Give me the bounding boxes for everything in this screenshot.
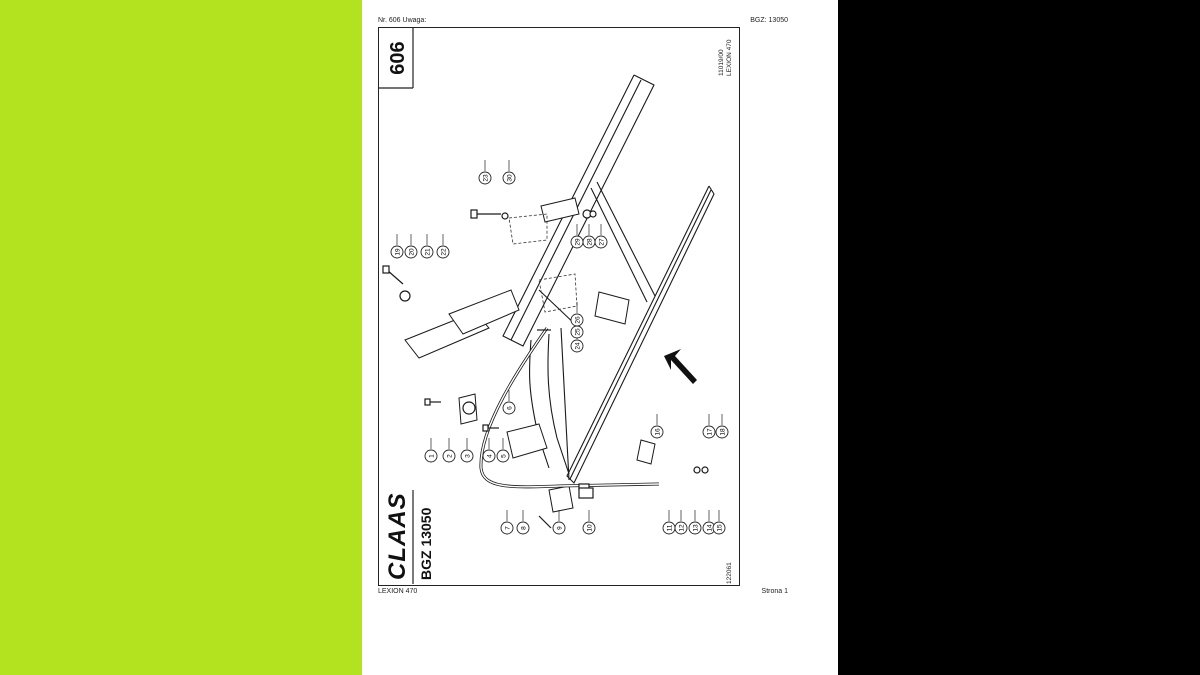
callout-20: 20 <box>404 234 418 259</box>
callout-18: 18 <box>715 414 729 439</box>
callout-number: 18 <box>719 428 726 436</box>
callout-number: 11 <box>666 524 673 531</box>
callout-number: 29 <box>574 238 581 246</box>
callout-number: 23 <box>482 174 489 182</box>
callout-15: 15 <box>712 510 726 535</box>
callout-number: 26 <box>574 316 581 324</box>
callout-21: 21 <box>420 234 434 259</box>
callout-1: 1 <box>424 438 438 463</box>
parts-diagram: 606 11019/00 LEXION 470 CLAAS BGZ 13050 … <box>379 28 733 584</box>
callout-5: 5 <box>496 438 510 463</box>
callout-number: 24 <box>574 342 581 350</box>
callout-28: 28 <box>582 224 596 249</box>
callout-number: 4 <box>486 454 493 458</box>
callout-number: 2 <box>446 454 453 458</box>
callout-11: 11 <box>662 510 676 535</box>
callout-number: 15 <box>716 524 723 532</box>
drawing-code-top: 11019/00 <box>718 49 725 76</box>
callout-number: 28 <box>586 238 593 246</box>
document-page: Nr. 606 Uwaga: BGZ: 13050 LEXION 470 Str… <box>362 0 838 675</box>
bolts <box>382 209 709 529</box>
callout-9: 9 <box>552 510 566 535</box>
callout-number: 7 <box>504 526 511 530</box>
callout-16: 16 <box>650 414 664 439</box>
callout-2: 2 <box>442 438 456 463</box>
mounting-brackets <box>404 197 656 513</box>
model-label-top: LEXION 470 <box>726 39 733 76</box>
callout-number: 21 <box>424 248 431 256</box>
callout-number: 22 <box>440 248 447 256</box>
callout-number: 25 <box>574 328 581 336</box>
callout-number: 10 <box>586 524 593 532</box>
callout-number: 8 <box>520 526 527 530</box>
callout-29: 29 <box>570 224 584 249</box>
callout-7: 7 <box>500 510 514 535</box>
callout-number: 1 <box>428 454 435 458</box>
callout-6: 6 <box>502 390 516 415</box>
callout-17: 17 <box>702 414 716 439</box>
callout-number: 3 <box>464 454 471 458</box>
phantom-parts <box>508 213 578 313</box>
callout-8: 8 <box>516 510 530 535</box>
drawing-code-bottom: 122061 <box>726 562 733 584</box>
right-color-band <box>838 0 1200 675</box>
callout-number: 19 <box>394 248 401 256</box>
callout-30: 30 <box>502 160 516 185</box>
callout-number: 17 <box>706 428 713 436</box>
left-color-band <box>0 0 362 675</box>
drawing-frame: 606 11019/00 LEXION 470 CLAAS BGZ 13050 … <box>378 27 740 586</box>
callout-number: 14 <box>706 524 713 532</box>
callout-12: 12 <box>674 510 688 535</box>
frame-rails <box>502 74 715 484</box>
brand-logo-text: CLAAS <box>384 492 411 580</box>
callout-26: 26 <box>570 302 584 327</box>
callout-number: 6 <box>506 406 513 410</box>
callout-4: 4 <box>482 438 496 463</box>
callout-number: 16 <box>654 428 661 436</box>
callout-27: 27 <box>594 224 608 249</box>
callout-10: 10 <box>582 510 596 535</box>
callout-number: 9 <box>556 526 563 530</box>
header-right: BGZ: 13050 <box>750 17 788 24</box>
callout-number: 27 <box>598 238 605 246</box>
footer-left: LEXION 470 <box>378 588 418 595</box>
page-number-label: 606 <box>387 41 409 74</box>
callout-19: 19 <box>390 234 404 259</box>
header-left: Nr. 606 Uwaga: <box>378 17 427 24</box>
callout-number: 5 <box>500 454 507 458</box>
callout-number: 20 <box>408 248 415 256</box>
arrow-up-left-icon <box>664 349 697 384</box>
callout-number: 13 <box>692 524 699 532</box>
diagram-title: BGZ 13050 <box>418 507 434 580</box>
callout-23: 23 <box>478 160 492 185</box>
callout-number: 30 <box>506 174 513 182</box>
callout-22: 22 <box>436 234 450 259</box>
callout-13: 13 <box>688 510 702 535</box>
footer-right: Strona 1 <box>761 588 788 595</box>
callout-number: 12 <box>678 524 685 532</box>
callout-3: 3 <box>460 438 474 463</box>
